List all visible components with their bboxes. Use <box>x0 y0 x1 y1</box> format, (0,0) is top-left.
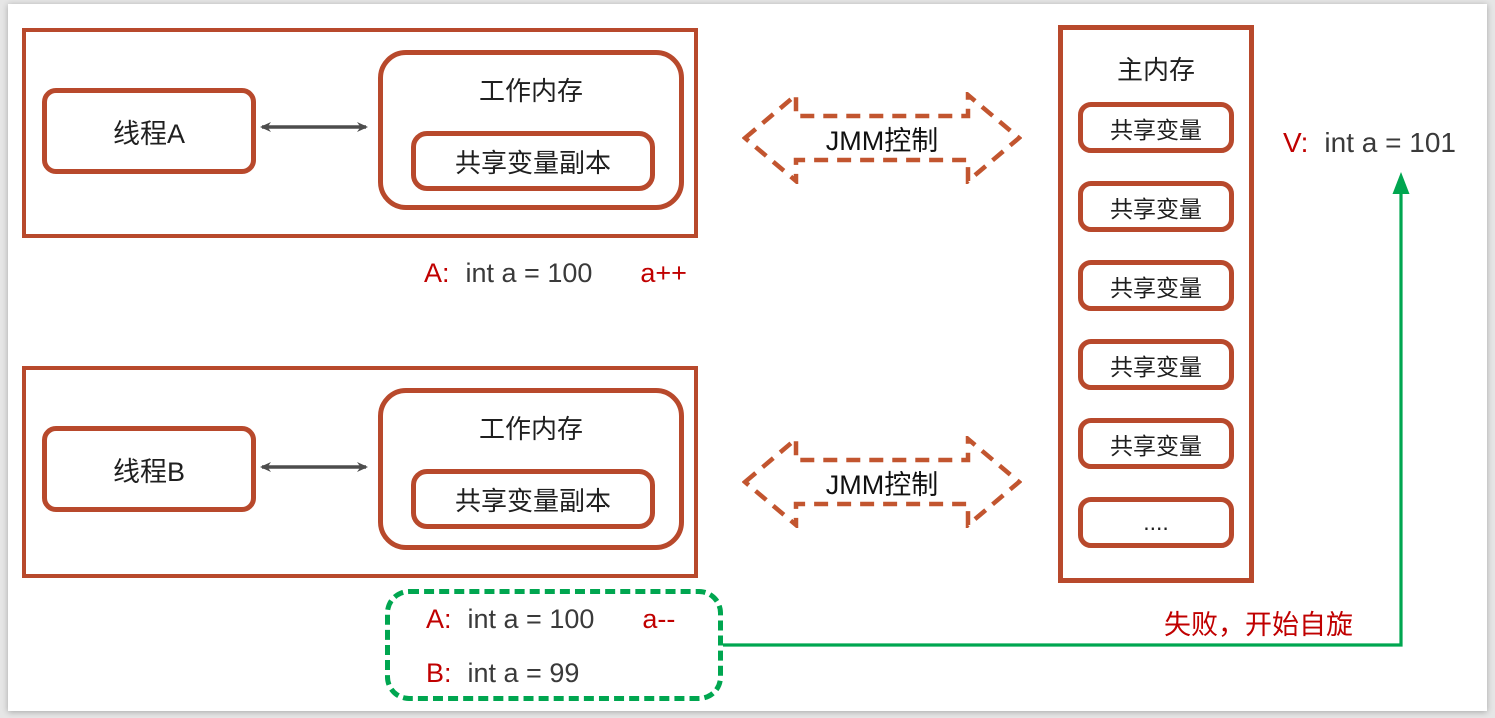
shared-variable-label: 共享变量 <box>1110 432 1202 459</box>
thread-b-operation: a-- <box>642 604 676 634</box>
thread-a-group-box: 线程A 工作内存 共享变量副本 <box>22 28 698 238</box>
thread-b-working-memory-title: 工作内存 <box>478 414 583 444</box>
shared-variable-label: 共享变量 <box>1110 195 1202 222</box>
main-memory-title: 主内存 <box>1116 55 1195 85</box>
thread-a-state-prefix: A: <box>424 258 450 288</box>
thread-b-box: 线程B <box>42 426 256 512</box>
shared-variable-slot: 共享变量 <box>1078 260 1234 311</box>
value-line-value: int a = 101 <box>1324 127 1456 158</box>
shared-variable-slot: 共享变量 <box>1078 102 1234 153</box>
cas-result-line-b: B: int a = 99 <box>426 658 579 689</box>
cas-fail-annotation: 失败，开始自旋 <box>1164 610 1353 640</box>
thread-b-shared-variable-copy-box: 共享变量副本 <box>411 469 655 529</box>
thread-b-label: 线程B <box>112 456 185 487</box>
thread-a-shared-variable-copy-label: 共享变量副本 <box>454 147 611 178</box>
thread-a-label: 线程A <box>112 118 185 149</box>
cas-line-b-value: int a = 99 <box>467 658 580 688</box>
thread-a-state-line: A: int a = 100 a++ <box>424 258 687 289</box>
shared-variable-label: 共享变量 <box>1110 116 1202 143</box>
ellipsis-slot: .... <box>1078 497 1234 548</box>
thread-a-box: 线程A <box>42 88 256 174</box>
thread-b-group-box: 线程B 工作内存 共享变量副本 <box>22 366 698 578</box>
thread-a-state-value: int a = 100 <box>465 258 593 288</box>
jmm-control-arrow-top: JMM控制 <box>742 92 1022 184</box>
main-memory-box: 主内存 共享变量 共享变量 共享变量 共享变量 共享变量 .... <box>1058 25 1254 583</box>
cas-result-box: A: int a = 100 a-- B: int a = 99 <box>385 589 723 701</box>
thread-a-working-memory-title: 工作内存 <box>478 76 583 106</box>
jmm-control-arrow-bottom: JMM控制 <box>742 436 1022 528</box>
shared-variable-slot: 共享变量 <box>1078 181 1234 232</box>
main-memory-value-line: V: int a = 101 <box>1283 127 1456 159</box>
ellipsis-label: .... <box>1143 509 1169 535</box>
jmm-control-label-top: JMM控制 <box>825 125 939 156</box>
cas-line-a-value: int a = 100 <box>467 604 595 634</box>
cas-line-a-prefix: A: <box>426 604 452 634</box>
value-line-prefix: V: <box>1283 127 1309 158</box>
cas-line-b-prefix: B: <box>426 658 452 688</box>
shared-variable-label: 共享变量 <box>1110 353 1202 380</box>
main-memory-slot-list: 共享变量 共享变量 共享变量 共享变量 共享变量 .... <box>1063 102 1249 548</box>
cas-result-line-a: A: int a = 100 a-- <box>426 604 675 635</box>
thread-a-working-memory-box: 工作内存 共享变量副本 <box>378 50 684 210</box>
shared-variable-label: 共享变量 <box>1110 274 1202 301</box>
thread-b-working-memory-box: 工作内存 共享变量副本 <box>378 388 684 550</box>
shared-variable-slot: 共享变量 <box>1078 418 1234 469</box>
double-block-arrow-icon <box>742 92 1022 184</box>
thread-a-operation: a++ <box>640 258 687 288</box>
thread-b-shared-variable-copy-label: 共享变量副本 <box>454 485 611 516</box>
thread-a-shared-variable-copy-box: 共享变量副本 <box>411 131 655 191</box>
shared-variable-slot: 共享变量 <box>1078 339 1234 390</box>
jmm-control-label-bottom: JMM控制 <box>825 469 939 500</box>
